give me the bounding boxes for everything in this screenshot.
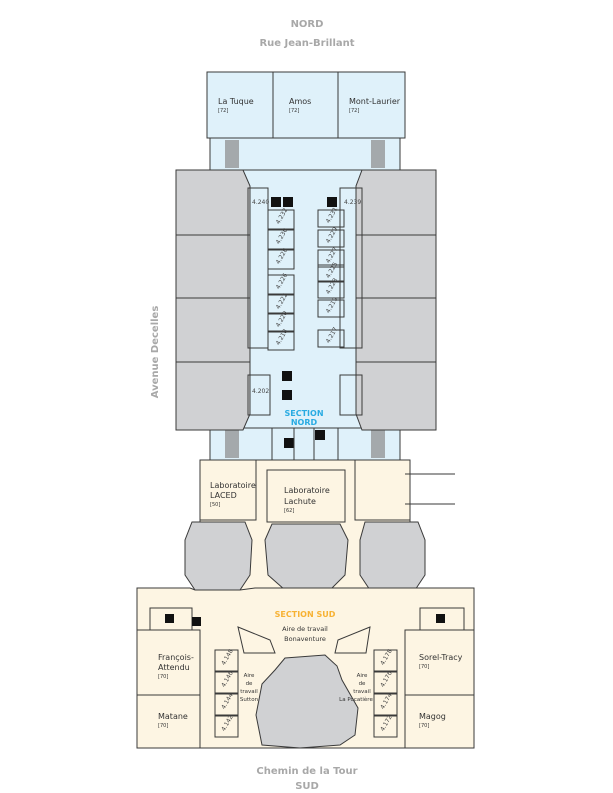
blocked-area-east bbox=[355, 169, 437, 431]
office-room[interactable] bbox=[267, 229, 295, 250]
street-west: Avenue Decelles bbox=[150, 306, 161, 399]
restroom-icon bbox=[282, 390, 292, 400]
work-area-label: Aire de travail bbox=[282, 625, 328, 633]
room-name: Mont-Laurier bbox=[349, 97, 401, 106]
work-area-label: Bonaventure bbox=[284, 635, 326, 643]
office-room[interactable] bbox=[373, 693, 398, 716]
office-room[interactable] bbox=[214, 671, 239, 694]
work-area-label: de bbox=[359, 681, 366, 687]
office-room[interactable] bbox=[267, 294, 295, 315]
accessible-icon bbox=[283, 197, 293, 207]
room-capacity: [72] bbox=[218, 108, 228, 114]
south-wing: 4.1484.1464.1444.1424.1784.1764.1744.172… bbox=[136, 587, 475, 749]
room-name: Laboratoire bbox=[284, 486, 330, 495]
room-magog[interactable] bbox=[404, 694, 475, 749]
restroom-icon bbox=[436, 614, 445, 623]
compass-north: NORD bbox=[291, 19, 324, 30]
office-room[interactable] bbox=[317, 264, 345, 283]
office-room[interactable] bbox=[267, 274, 295, 295]
room-sorel-tracy[interactable] bbox=[404, 629, 475, 696]
office-room[interactable] bbox=[317, 229, 345, 248]
room-capacity: [72] bbox=[289, 108, 299, 114]
office-room[interactable] bbox=[317, 209, 345, 228]
room-matane[interactable] bbox=[136, 694, 201, 749]
office-room[interactable] bbox=[214, 715, 239, 738]
room-name: Matane bbox=[158, 712, 188, 721]
room-name: Magog bbox=[419, 712, 446, 721]
room-capacity: [70] bbox=[158, 674, 168, 680]
room-capacity: [70] bbox=[419, 664, 429, 670]
room-capacity: [72] bbox=[349, 108, 359, 114]
office-room[interactable] bbox=[373, 649, 398, 672]
office-room[interactable] bbox=[267, 312, 295, 333]
restroom-icon bbox=[165, 614, 174, 623]
room-mont-laurier[interactable] bbox=[337, 71, 406, 139]
work-area-label: travail bbox=[353, 689, 371, 695]
office-room[interactable] bbox=[317, 280, 345, 299]
room-name: Laboratoire bbox=[210, 481, 256, 490]
stairs-icon bbox=[371, 140, 385, 168]
north-wing: 4.2324.2304.2284.2264.2224.2204.2184.231… bbox=[175, 71, 437, 463]
office-room[interactable] bbox=[373, 715, 398, 738]
section-north-label: SECTION bbox=[284, 409, 323, 418]
office-room[interactable] bbox=[267, 249, 295, 270]
room-capacity: [62] bbox=[284, 508, 294, 514]
office-room[interactable] bbox=[317, 249, 345, 268]
restroom-icon bbox=[327, 197, 337, 207]
room-name: François- bbox=[158, 653, 194, 662]
north-stair-hall bbox=[209, 135, 401, 173]
office-room[interactable] bbox=[317, 299, 345, 318]
stairs-icon bbox=[225, 430, 239, 458]
blocked-area-west bbox=[175, 169, 251, 431]
section-north-label: NORD bbox=[291, 418, 318, 427]
restroom-icon bbox=[271, 197, 281, 207]
room-lachute[interactable] bbox=[266, 469, 346, 523]
room-capacity: [50] bbox=[210, 502, 220, 508]
stairs-icon bbox=[225, 140, 239, 168]
office-room[interactable] bbox=[267, 330, 295, 351]
office-room[interactable] bbox=[317, 329, 345, 348]
stairs-icon bbox=[371, 430, 385, 458]
room-name: LACED bbox=[210, 491, 237, 500]
room-number: 4.240 bbox=[252, 199, 269, 206]
office-room[interactable] bbox=[214, 649, 239, 672]
work-area-label: de bbox=[246, 681, 253, 687]
blocked-area-center bbox=[255, 654, 359, 749]
room-name: Amos bbox=[289, 97, 311, 106]
room-capacity: [70] bbox=[158, 723, 168, 729]
work-area-label: travail bbox=[240, 689, 258, 695]
office-room[interactable] bbox=[373, 671, 398, 694]
room-capacity: [70] bbox=[419, 723, 429, 729]
street-south: Chemin de la Tour bbox=[256, 766, 357, 777]
street-north: Rue Jean-Brillant bbox=[259, 38, 354, 49]
room-name: Attendu bbox=[158, 663, 190, 672]
middle-zone: Laboratoire LACED [50] Laboratoire Lachu… bbox=[184, 459, 455, 591]
room-la-tuque[interactable] bbox=[206, 71, 274, 139]
compass-south: SUD bbox=[295, 781, 319, 792]
work-area-label: Sutton bbox=[240, 697, 259, 703]
room-number: 4.239 bbox=[344, 199, 361, 206]
elevator-icon bbox=[284, 438, 294, 448]
section-south-label: SECTION SUD bbox=[275, 610, 336, 619]
room-amos[interactable] bbox=[272, 71, 339, 139]
work-area-label: La Pocatière bbox=[339, 696, 373, 703]
south-stair-hall bbox=[209, 427, 401, 463]
restroom-icon bbox=[282, 371, 292, 381]
accessible-icon bbox=[192, 617, 201, 626]
room-name: Sorel-Tracy bbox=[419, 653, 463, 662]
work-area-label: Aire bbox=[244, 673, 255, 679]
office-room[interactable] bbox=[267, 209, 295, 230]
room-name: La Tuque bbox=[218, 97, 254, 106]
room-francois-attendu[interactable] bbox=[136, 629, 201, 696]
office-room[interactable] bbox=[214, 693, 239, 716]
elevator-icon bbox=[315, 430, 325, 440]
room-laced[interactable] bbox=[199, 459, 257, 521]
work-area-label: Aire bbox=[357, 673, 368, 679]
room-number: 4.202 bbox=[252, 388, 269, 395]
room-name: Lachute bbox=[284, 497, 316, 506]
